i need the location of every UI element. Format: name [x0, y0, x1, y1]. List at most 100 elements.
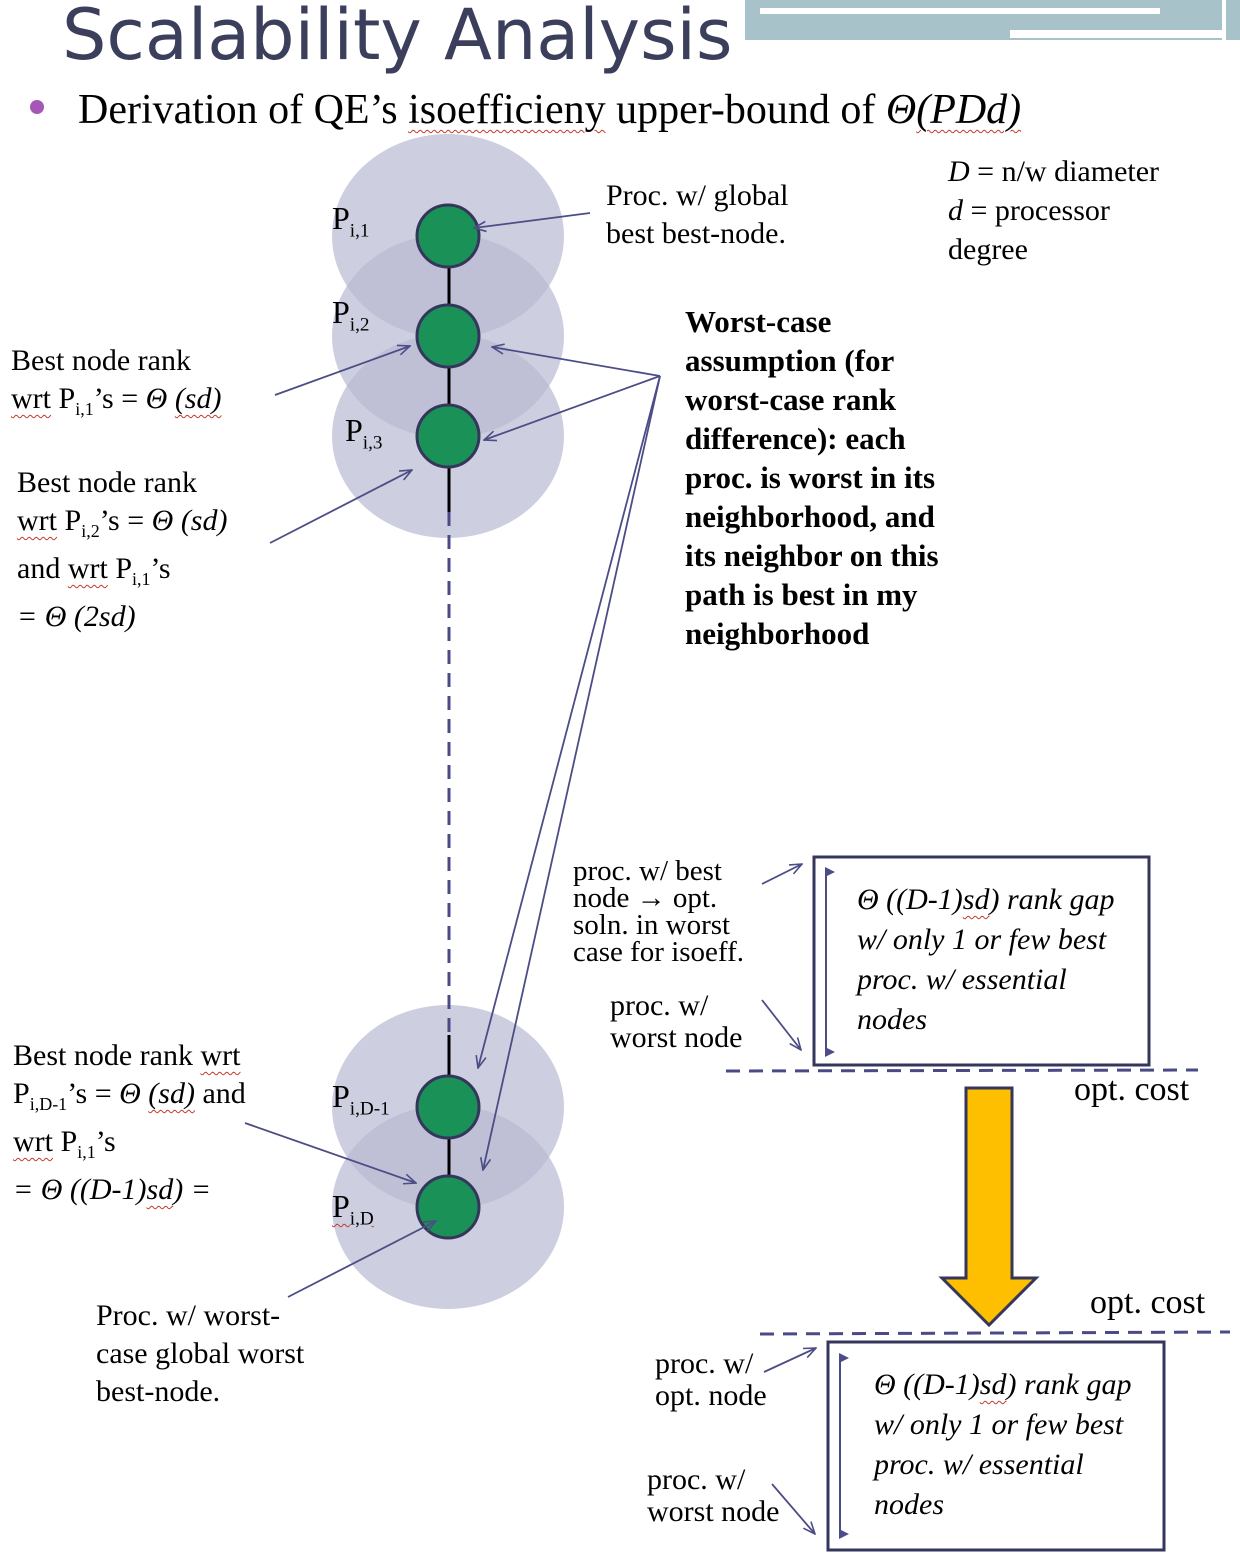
lower-box-c: ) rank gap w/ only 1 or few best proc. w…: [874, 1368, 1132, 1521]
rank-pd1-sd2: sd: [146, 1173, 174, 1206]
lower-box-text: Θ ((D-1)sd) rank gap w/ only 1 or few be…: [874, 1365, 1156, 1525]
lower-worst-label: proc. w/ worst node: [647, 1464, 779, 1528]
rank-p2-line3: and wrt Pi,1’s: [17, 550, 227, 598]
arrow-rank-p1: [274, 346, 410, 396]
p1-sub: i,1: [349, 220, 370, 242]
p3-base: P: [345, 412, 363, 448]
upper-worst-line1: proc. w/: [610, 989, 709, 1022]
node-p2: [415, 303, 481, 369]
node-pd: [415, 1174, 481, 1240]
arrow-upper-worst: [761, 999, 801, 1050]
rank-pd1-wrt: wrt: [200, 1039, 241, 1072]
arrow-worstcase-pd1: [478, 375, 661, 1068]
rank-pd1-wrt2: wrt: [13, 1125, 53, 1158]
rank-pd1-theta: Θ: [119, 1077, 149, 1110]
subtitle-formula: (PDd): [916, 87, 1022, 133]
lower-opt-cost-line: [759, 1330, 1231, 1336]
rank-p1-sub: i,1: [75, 399, 94, 419]
annotation-rank-pd1: Best node rank wrt Pi,D-1’s = Θ (sd) and…: [13, 1037, 246, 1209]
node-p1: [415, 203, 481, 269]
lower-opt-label: proc. w/ opt. node: [655, 1348, 767, 1412]
rank-p2-eq: ’s =: [99, 504, 152, 537]
upper-best-line2: node → opt.: [573, 882, 718, 914]
label-p2: Pi,2: [332, 294, 370, 336]
arrow-worstcase-p2: [492, 347, 661, 377]
rank-p2-line1: Best node rank: [17, 466, 197, 499]
rank-p2-theta: Θ: [151, 504, 181, 537]
rank-pd1-line3: wrt Pi,1’s: [13, 1123, 246, 1171]
processor-nodes: [415, 203, 481, 1240]
p1-base: P: [332, 200, 350, 236]
pd1-base: P: [332, 1078, 350, 1114]
rank-p1-eq: ’s =: [93, 382, 146, 415]
rank-p1-p: P: [51, 382, 76, 415]
arrow-worstcase-p3: [484, 375, 661, 440]
rank-p2-line2: wrt Pi,2’s = Θ (sd): [17, 502, 227, 550]
rank-p2-sd: (sd): [180, 504, 228, 537]
global-worst-line2: case global worst: [96, 1337, 305, 1370]
rank-p2-sub2: i,1: [132, 569, 151, 589]
worst-case-line2: assumption (for: [685, 343, 895, 378]
annotation-global-worst: Proc. w/ worst- case global worst best-n…: [96, 1297, 304, 1411]
pd1-sub: i,D-1: [349, 1098, 390, 1120]
annotation-rank-p1: Best node rank wrt Pi,1’s = Θ (sd): [11, 342, 221, 428]
lower-opt-cost: opt. cost: [1090, 1284, 1206, 1321]
upper-opt-cost: opt. cost: [1074, 1071, 1190, 1108]
upper-best-line1: proc. w/ best: [573, 855, 722, 887]
rank-pd1-s: ’s: [95, 1125, 116, 1158]
rank-p1-sd: (sd): [174, 382, 222, 415]
page-title: Scalability Analysis: [62, 0, 733, 76]
upper-opt-cost-line: [725, 1068, 1199, 1073]
arrow-upper-best: [761, 864, 802, 885]
rank-p1-theta: Θ: [145, 382, 175, 415]
rank-p2-line4: = Θ (2sd): [17, 600, 136, 633]
rank-pd1-text: Best node rank: [13, 1039, 201, 1072]
definition-d-2: degree: [948, 233, 1028, 266]
lower-rank-box: [826, 1340, 1166, 1552]
rank-p2-and: and: [17, 552, 68, 585]
lower-worst-line1: proc. w/: [647, 1463, 746, 1496]
lower-box-a: Θ ((D-1): [874, 1368, 980, 1401]
rank-p2-sub: i,2: [81, 521, 100, 541]
down-arrow-icon: [938, 1086, 1040, 1328]
worst-case-line5: proc. is worst in its: [685, 460, 936, 495]
worst-case-line3: worst-case rank: [685, 382, 896, 417]
arrow-global-best: [474, 212, 591, 228]
p2-base: P: [332, 294, 350, 330]
global-worst-line1: Proc. w/ worst-: [96, 1299, 281, 1332]
rank-pd1-theta-expr: = Θ ((D-1): [13, 1173, 147, 1206]
rank-pd1-p: P: [13, 1077, 30, 1110]
upper-best-line3: soln. in worst: [573, 909, 731, 941]
worst-case-line6: neighborhood, and: [685, 499, 935, 534]
bullet-dot-icon: [30, 100, 44, 114]
rank-pd1-p2: P: [53, 1125, 78, 1158]
rank-pd1-and: and: [194, 1077, 246, 1110]
rank-p2-wrt: wrt: [17, 504, 57, 537]
global-worst-line3: best-node.: [96, 1375, 221, 1408]
subtitle: Derivation of QE’s isoefficieny upper-bo…: [78, 86, 1021, 134]
rank-pd1-eq: ’s =: [67, 1077, 120, 1110]
def-D-text: = n/w diameter: [969, 155, 1160, 188]
upper-rank-box: [812, 855, 1151, 1067]
rank-pd1-line4: = Θ ((D-1)sd) =: [13, 1171, 246, 1209]
worst-case-line9: neighborhood: [685, 616, 870, 651]
rank-p2-p2: P: [107, 552, 133, 585]
node-pd1: [415, 1074, 481, 1140]
rank-p2-s: ’s: [150, 552, 171, 585]
p2-sub: i,2: [349, 314, 370, 336]
global-best-line2: best best-node.: [606, 217, 786, 250]
global-best-line1: Proc. w/ global: [606, 179, 789, 212]
worst-case-line1: Worst-case: [685, 304, 832, 339]
arrow-lower-opt: [763, 1348, 816, 1373]
upper-box-a: Θ ((D-1): [857, 883, 963, 916]
upper-worst-label: proc. w/ worst node: [610, 990, 742, 1054]
def-d-symbol: d: [948, 194, 963, 227]
p3-sub: i,3: [362, 432, 383, 454]
rank-pd1-sub2: i,1: [77, 1142, 96, 1162]
subtitle-mid: upper-bound of: [605, 87, 886, 133]
definition-d: d = processor: [948, 192, 1110, 230]
lower-panel: [759, 1330, 1231, 1552]
upper-worst-line2: worst node: [610, 1021, 743, 1054]
